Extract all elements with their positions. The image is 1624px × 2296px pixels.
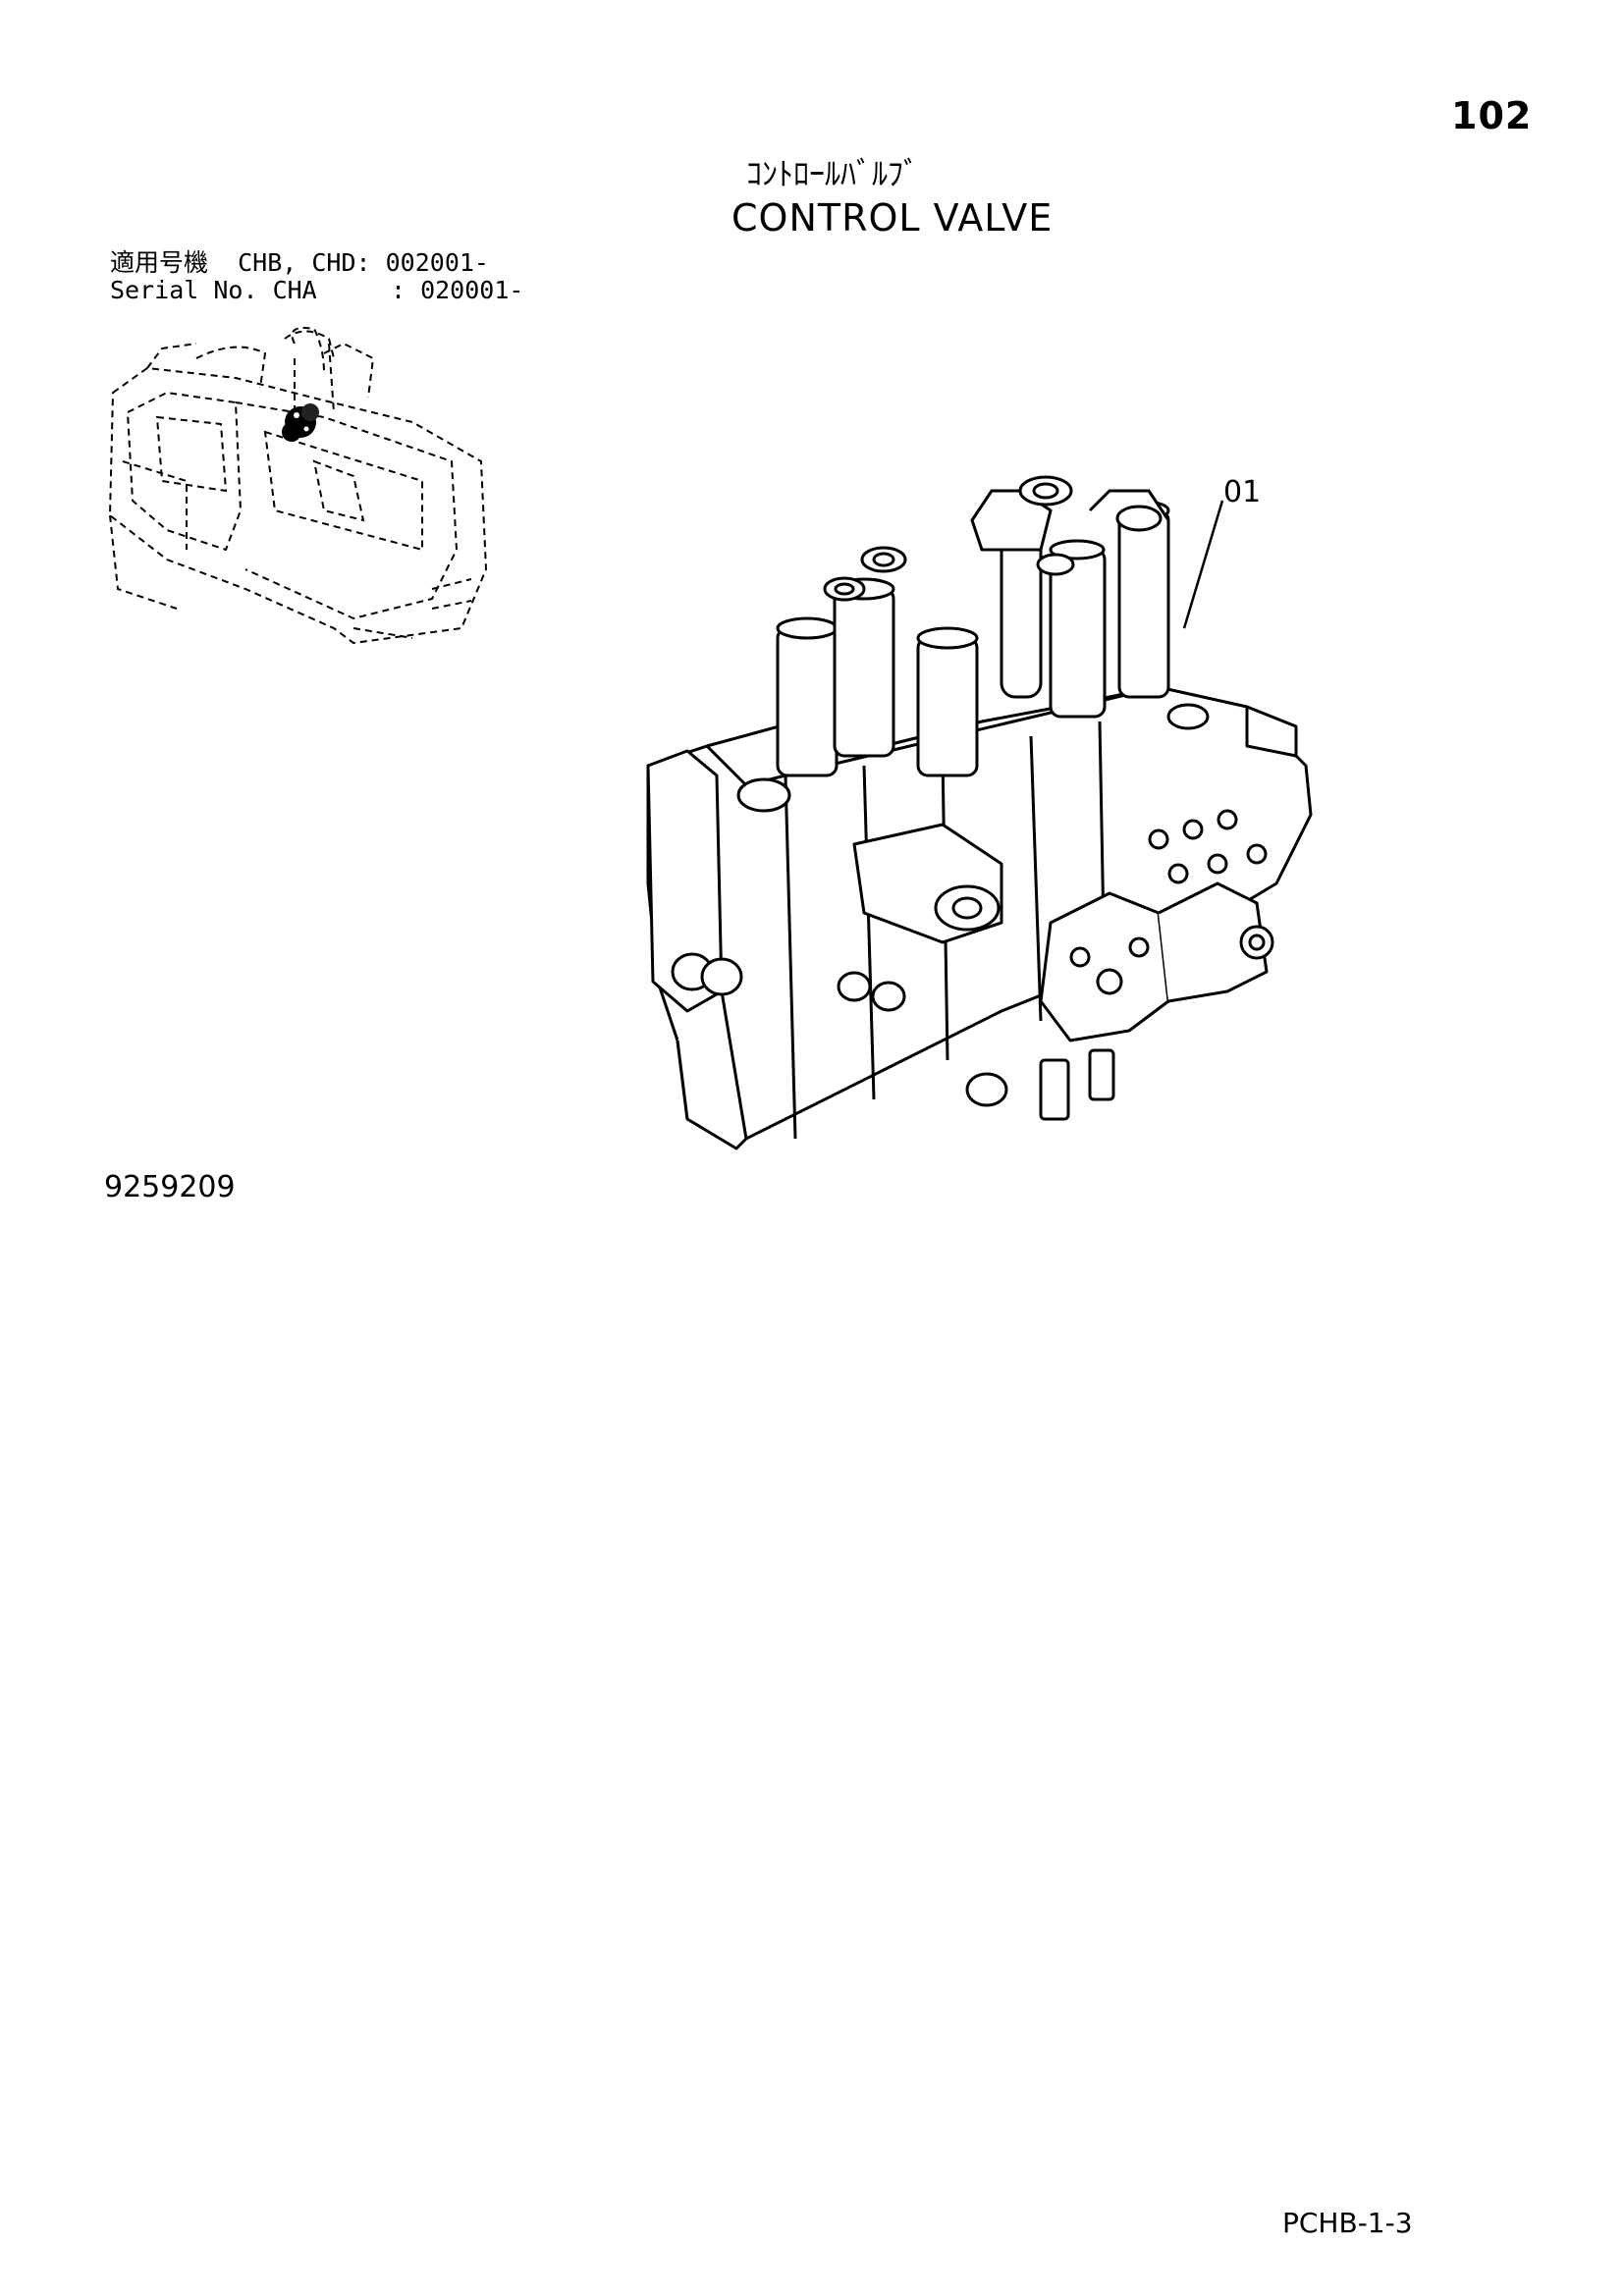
page-title: CONTROL VALVE [731,196,1054,240]
callout-leader-line [1182,500,1224,629]
title-japanese: ｺﾝﾄﾛｰﾙﾊﾞﾙﾌﾞ [746,155,920,192]
callout-label: 01 [1223,475,1262,509]
valve-location-marker [282,403,319,442]
illustration-number: 9259209 [104,1170,236,1204]
page-code: PCHB-1-3 [1282,2207,1413,2239]
applicable-models-line: 適用号機 CHB, CHD: 002001- [110,248,489,277]
serial-number-line: Serial No. CHA : 020001- [110,276,524,304]
page-number: 102 [1451,94,1533,137]
